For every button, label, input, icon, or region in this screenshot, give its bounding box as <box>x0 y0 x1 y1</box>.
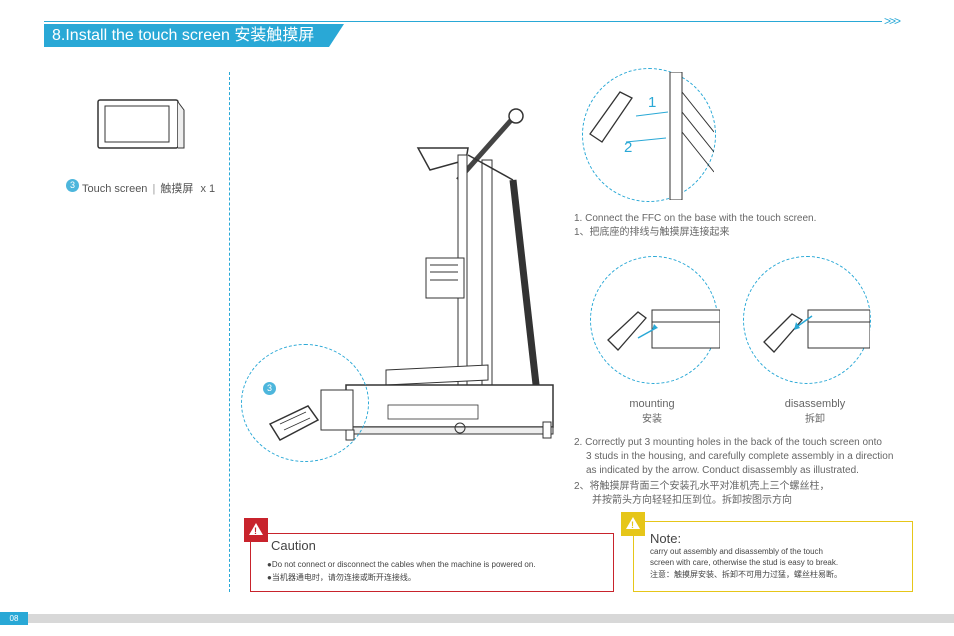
step2-en-line2: 3 studs in the housing, and carefully co… <box>586 451 894 462</box>
step2-en-line3: as indicated by the arrow. Conduct disas… <box>586 465 859 476</box>
figure-part-badge: 3 <box>263 382 276 395</box>
caution-title: Caution <box>271 538 316 553</box>
step2-en-line1: 2. Correctly put 3 mounting holes in the… <box>574 437 882 448</box>
caution-line-cn: ●当机器通电时，请勿连接或断开连接线。 <box>267 573 416 582</box>
part-quantity: x 1 <box>200 183 216 195</box>
caution-box: Caution ●Do not connect or disconnect th… <box>250 533 614 592</box>
part-label-cn: 触摸屏 <box>160 183 194 195</box>
warning-icon: ! <box>244 518 268 542</box>
callout-number-1: 1 <box>648 94 657 111</box>
note-line3: 注意：触摸屏安装、拆卸不可用力过猛，螺丝柱易断。 <box>650 570 842 579</box>
note-warning-icon: ! <box>621 512 645 536</box>
note-line1: carry out assembly and disassembly of th… <box>650 547 823 556</box>
touch-screen-tilted-image <box>268 402 320 442</box>
mounting-illustration <box>598 300 721 360</box>
callout-number-2: 2 <box>624 139 633 156</box>
page-number: 08 <box>0 612 28 625</box>
disassembly-illustration <box>752 300 871 360</box>
step2-cn-line2: 并按箭头方向轻轻扣压到位。拆卸按图示方向 <box>592 495 792 506</box>
chevrons-icon: >>> <box>884 14 901 28</box>
disassembly-label-en: disassembly <box>784 398 846 410</box>
step2-cn-line1: 2、将触摸屏背面三个安装孔水平对准机壳上三个螺丝柱， <box>574 481 830 492</box>
note-line2: screen with care, otherwise the stud is … <box>650 558 839 567</box>
printer-illustration <box>318 100 563 445</box>
part-label-separator: | <box>152 183 156 195</box>
mounting-caption: mounting 安装 <box>612 398 692 425</box>
mounting-label-cn: 安装 <box>642 414 662 425</box>
caution-line-en: ●Do not connect or disconnect the cables… <box>267 560 536 569</box>
header-rule <box>44 21 882 22</box>
part-label-en: Touch screen <box>82 183 148 195</box>
part-number-badge: 3 <box>66 179 79 192</box>
disassembly-label-cn: 拆卸 <box>805 414 825 425</box>
divider-line <box>229 72 230 592</box>
touch-screen-part-image <box>97 98 185 152</box>
mounting-label-en: mounting <box>629 398 675 410</box>
zoom-circle-part <box>241 344 369 462</box>
step2-text: 2. Correctly put 3 mounting holes in the… <box>574 436 934 508</box>
note-box: Note: carry out assembly and disassembly… <box>633 521 913 592</box>
step1-text-en: 1. Connect the FFC on the base with the … <box>574 213 817 224</box>
connect-ffc-illustration <box>586 71 715 201</box>
page-title: 8.Install the touch screen 安装触摸屏 <box>44 24 344 47</box>
zoom-circle-connect <box>582 68 716 202</box>
part-label: Touch screen | 触摸屏 x 1 <box>82 180 215 196</box>
note-title: Note: <box>650 531 682 546</box>
disassembly-caption: disassembly 拆卸 <box>770 398 860 425</box>
step1-text-cn: 1、把底座的排线与触摸屏连接起来 <box>574 227 730 238</box>
zoom-circle-disassembly <box>743 256 871 384</box>
footer-bar <box>0 614 954 623</box>
